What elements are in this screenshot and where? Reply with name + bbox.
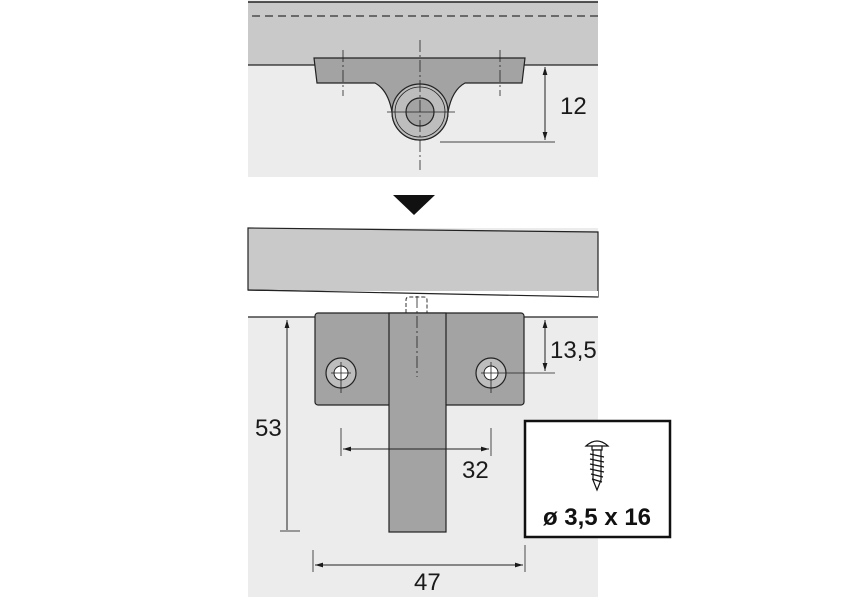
height-dimension-label: 12 <box>560 93 587 120</box>
top-view: 12 <box>248 0 598 177</box>
screw-spec-label: ø 3,5 x 16 <box>543 504 651 531</box>
total-height-dimension-label: 53 <box>255 415 282 442</box>
arrow-down-icon <box>393 195 435 215</box>
cabinet-board <box>247 227 599 298</box>
hole-spacing-dimension-label: 32 <box>462 457 489 484</box>
width-dimension-label: 47 <box>414 569 441 596</box>
screw-spec-box: ø 3,5 x 16 <box>523 419 672 539</box>
cabinet-board <box>248 2 598 65</box>
hanger-bar <box>388 312 447 533</box>
screw-hole-left <box>325 357 357 393</box>
screw-hole-right <box>475 357 555 393</box>
offset-dimension-label: 13,5 <box>550 337 597 364</box>
screw-icon <box>584 440 610 492</box>
bottom-view: 13,5 53 32 47 <box>247 227 599 597</box>
